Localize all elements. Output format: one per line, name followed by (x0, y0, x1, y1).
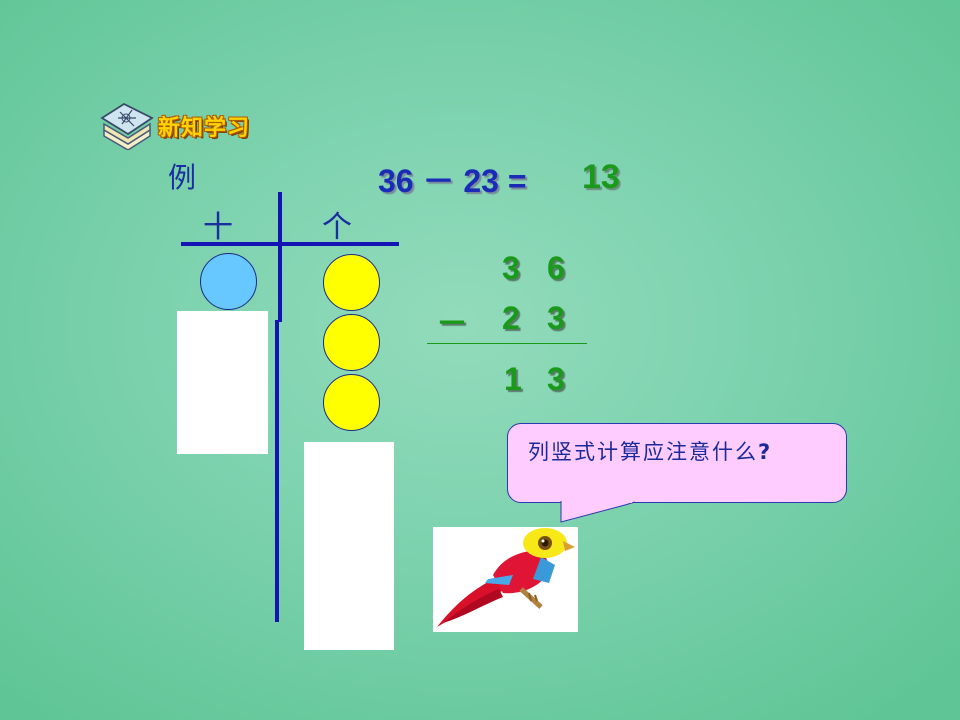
equation-answer: 13 (582, 158, 620, 196)
ones-cover-box[interactable] (304, 442, 394, 650)
tens-counter-circle (200, 253, 257, 310)
calc-row1-ones: 6 (547, 250, 565, 286)
chart-horizontal-line (181, 242, 399, 246)
calc-row2-ones: 3 (547, 300, 565, 336)
tens-column-label: 十 (203, 210, 233, 245)
tens-cover-box[interactable] (177, 311, 268, 454)
calc-operator: － (436, 305, 469, 341)
calc-row1-tens: 3 (502, 250, 520, 286)
bird-illustration (433, 527, 578, 632)
calc-row2-tens: 2 (502, 300, 520, 336)
speech-bubble: 列竖式计算应注意什么? (507, 423, 847, 503)
ones-counter-circle (323, 254, 380, 311)
ones-column-label: 个 (322, 210, 352, 245)
book-icon (98, 100, 154, 151)
chart-vertical-line-lower (275, 320, 279, 622)
calc-underline (427, 343, 587, 344)
example-label: 例 (168, 161, 197, 194)
section-title: 新知学习 (158, 116, 251, 141)
speech-bubble-tail (560, 501, 636, 523)
calc-result-tens: 1 (504, 361, 522, 397)
ones-counter-circle (323, 314, 380, 371)
calc-result-ones: 3 (547, 361, 565, 397)
equation: 36 － 23 = (378, 163, 527, 199)
ones-counter-circle (323, 374, 380, 431)
chart-vertical-line (278, 192, 282, 322)
speech-bubble-text: 列竖式计算应注意什么? (528, 440, 773, 464)
